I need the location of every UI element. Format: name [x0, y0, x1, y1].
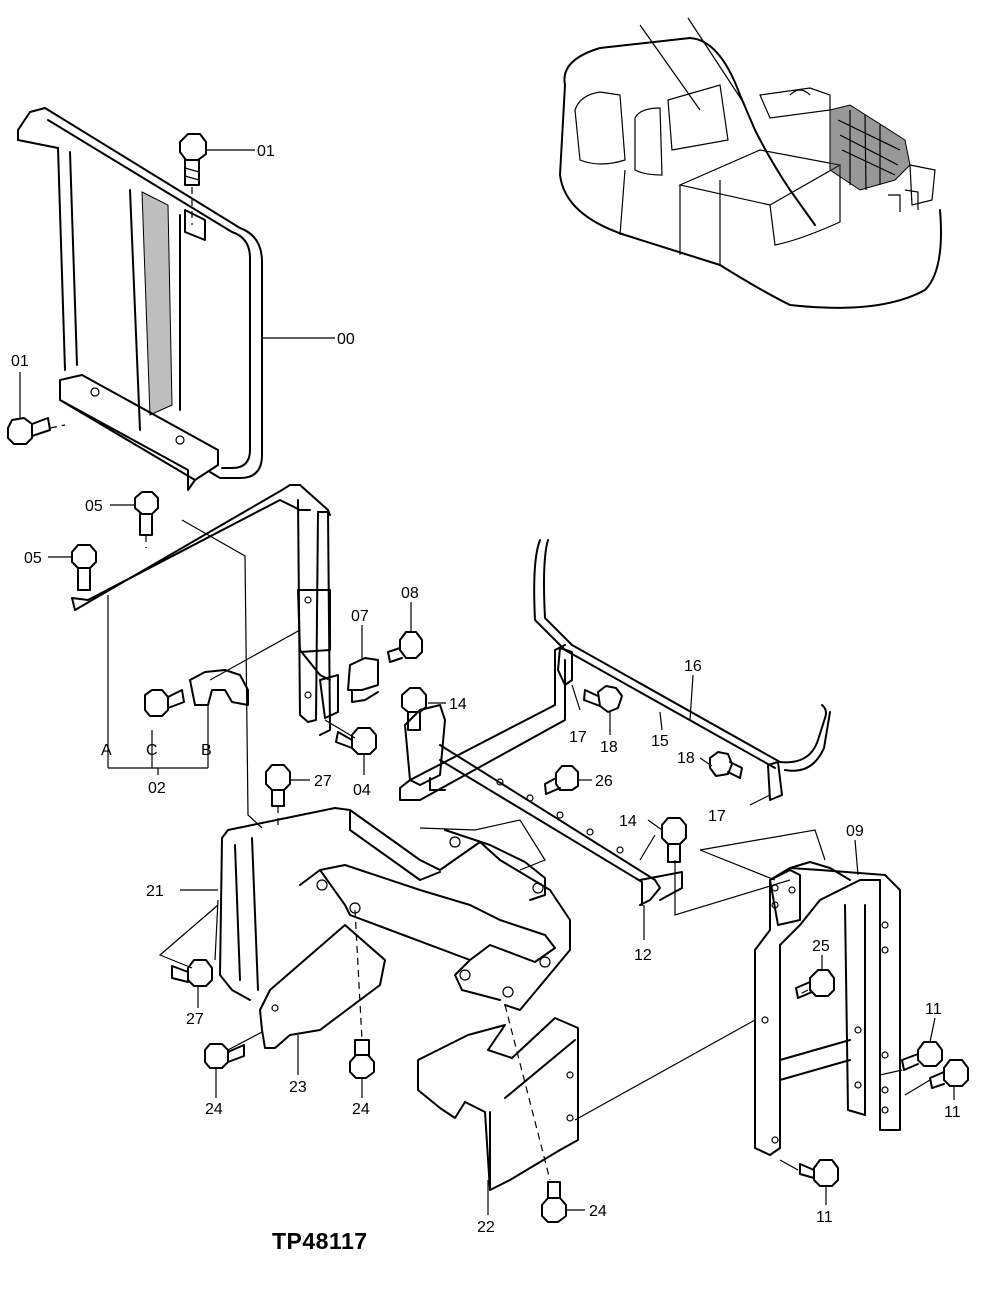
- bolt-01-lower: [7, 417, 51, 445]
- callout-22: 22: [477, 1219, 495, 1236]
- radiator-area-highlight: [829, 104, 936, 212]
- callout-14-a: 14: [449, 696, 467, 713]
- bolt-27-a: [265, 764, 291, 807]
- bolt-24-a: [204, 1043, 245, 1069]
- part-00-shroud-frame: [17, 107, 263, 491]
- callout-15: 15: [651, 733, 669, 750]
- callout-05-b: 05: [24, 550, 42, 567]
- callout-16: 16: [684, 658, 702, 675]
- callout-11-c: 11: [816, 1209, 833, 1226]
- callout-00: 00: [337, 331, 355, 348]
- bolt-26: [544, 765, 579, 795]
- bolt-05-b: [71, 544, 97, 591]
- bolt-05-a: [134, 491, 159, 536]
- bolt-14-b: [661, 817, 687, 863]
- callout-17-b: 17: [708, 808, 726, 825]
- callout-25: 25: [812, 938, 830, 955]
- part-02-mounting-bracket: [71, 484, 339, 736]
- part-17-clamp: [557, 647, 783, 801]
- bolt-c: [144, 689, 185, 717]
- callout-24-a: 24: [205, 1101, 223, 1118]
- part-16-rod: [533, 539, 831, 772]
- callout-08: 08: [401, 585, 419, 602]
- bolt-27-b: [171, 959, 213, 987]
- callout-09: 09: [846, 823, 864, 840]
- callout-07: 07: [351, 608, 369, 625]
- bolt-04: [335, 727, 377, 755]
- callout-27-a: 27: [314, 773, 332, 790]
- callout-23: 23: [289, 1079, 307, 1096]
- bolt-01-upper: [179, 133, 207, 186]
- part-23-plate: [259, 924, 386, 1049]
- callout-12: 12: [634, 947, 652, 964]
- callout-14-b: 14: [619, 813, 637, 830]
- part-21-lower-bracket: [219, 807, 571, 1011]
- figure-id-label: TP48117: [272, 1228, 368, 1254]
- part-07-clip: [347, 657, 379, 703]
- excavator-location-view: [559, 17, 942, 309]
- callout-c: C: [146, 742, 158, 759]
- callout-21: 21: [146, 883, 164, 900]
- callout-27-b: 27: [186, 1011, 204, 1028]
- bolt-08: [387, 631, 423, 663]
- bolt-11-a: [901, 1041, 943, 1071]
- callout-26: 26: [595, 773, 613, 790]
- callout-b: B: [201, 742, 212, 759]
- callout-18-b: 18: [677, 750, 695, 767]
- bolt-24-c: [541, 1181, 567, 1223]
- callout-04: 04: [353, 782, 371, 799]
- callout-02: 02: [148, 780, 166, 797]
- assembly-lines: [49, 187, 931, 1181]
- callout-11-a: 11: [925, 1001, 942, 1018]
- callout-01-lower: 01: [11, 353, 29, 370]
- callout-a: A: [101, 742, 112, 759]
- callout-24-b: 24: [352, 1101, 370, 1118]
- part-22-cover: [417, 1017, 579, 1191]
- callout-05-a: 05: [85, 498, 103, 515]
- bolt-25: [795, 969, 835, 999]
- bolt-11-c: [799, 1159, 839, 1187]
- callout-labels: 01 00 01 05 05 07 08 04 A C B 02 14 16 1…: [11, 143, 961, 1236]
- bolt-18-a: [583, 685, 623, 713]
- bolt-14-a: [401, 687, 427, 731]
- leader-lines: [19, 149, 955, 1215]
- callout-11-b: 11: [944, 1104, 961, 1121]
- part-12-crossbar: [399, 644, 683, 906]
- bolt-18-b: [709, 751, 743, 779]
- part-09-right-frame: [754, 861, 901, 1156]
- callout-17-a: 17: [569, 729, 587, 746]
- callout-24-c: 24: [589, 1203, 607, 1220]
- bolt-11-b: [929, 1059, 969, 1089]
- bolt-24-b: [349, 1039, 375, 1079]
- callout-01-upper: 01: [257, 143, 275, 160]
- callout-18-a: 18: [600, 739, 618, 756]
